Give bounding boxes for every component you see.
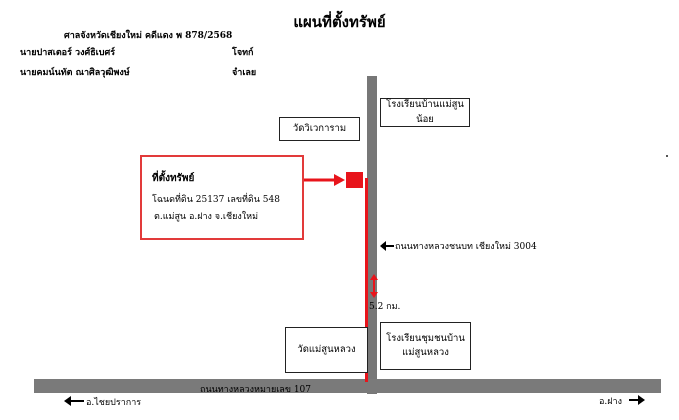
- right-direction-arrow-icon: [629, 395, 645, 405]
- landmark-temple-maesun-luang-label: วัดแม่สูนหลวง: [297, 343, 356, 355]
- left-arrow-icon: [380, 241, 394, 251]
- plaintiff-name: นายปาสเตอร์ วงศ์ธิเบศร์: [20, 48, 116, 58]
- red-pointer-arrow-icon: [304, 174, 345, 186]
- landmark-temple-wiwek: วัดวิเวการาม: [279, 117, 360, 141]
- distance-double-arrow-icon: [370, 274, 378, 298]
- stray-dot: [666, 155, 668, 157]
- distance-label: 5.2 กม.: [369, 302, 401, 312]
- property-heading: ที่ตั้งทรัพย์: [152, 173, 195, 184]
- property-deed-line: โฉนดที่ดิน 25137 เลขที่ดิน 548: [152, 195, 280, 205]
- map-title: แผนที่ตั้งทรัพย์: [293, 13, 386, 31]
- direction-left-label: อ.ไชยปราการ: [86, 398, 142, 408]
- left-direction-arrow-icon: [64, 396, 84, 406]
- property-marker: [346, 172, 363, 188]
- route-line: [365, 178, 368, 382]
- court-case-number: ศาลจังหวัดเชียงใหม่ คดีแดง พ 878/2568: [64, 31, 233, 41]
- property-info-box: ที่ตั้งทรัพย์ โฉนดที่ดิน 25137 เลขที่ดิน…: [140, 155, 304, 240]
- landmark-school-maesun-noi: โรงเรียนบ้านแม่สูนน้อย: [380, 98, 470, 127]
- landmark-temple-wiwek-label: วัดวิเวการาม: [292, 122, 347, 134]
- landmark-school-community-line2: แม่สูนหลวง: [402, 347, 449, 358]
- direction-right-label: อ.ฝาง: [599, 397, 622, 407]
- landmark-school-maesun-noi-label: โรงเรียนบ้านแม่สูนน้อย: [386, 99, 464, 125]
- defendant-name: นายคมน์นทัต ณาศิลวุฒิพงษ์: [20, 68, 130, 78]
- landmark-school-community: โรงเรียนชุมชนบ้าน แม่สูนหลวง: [380, 322, 471, 370]
- landmark-school-community-line1: โรงเรียนชุมชนบ้าน: [386, 332, 465, 344]
- plaintiff-role: โจทก์: [232, 48, 254, 58]
- defendant-role: จำเลย: [232, 68, 257, 78]
- highway-107: [34, 379, 661, 393]
- rural-road-label: ถนนทางหลวงชนบท เชียงใหม่ 3004: [395, 242, 537, 252]
- rural-road-3004: [367, 76, 377, 394]
- property-location-line: ต.แม่สูน อ.ฝาง จ.เชียงใหม่: [154, 212, 259, 222]
- landmark-temple-maesun-luang: วัดแม่สูนหลวง: [285, 327, 368, 373]
- highway-label: ถนนทางหลวงหมายเลข 107: [200, 385, 312, 395]
